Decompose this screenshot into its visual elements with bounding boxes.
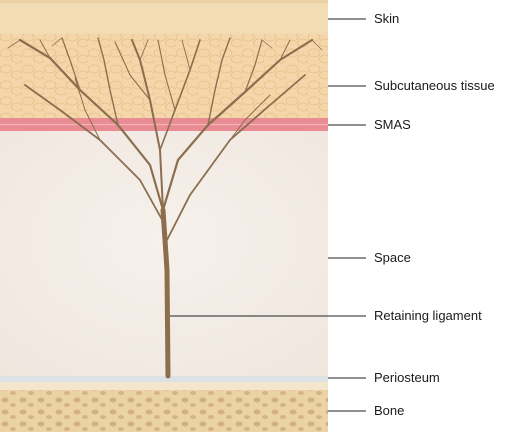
- periosteum-layer: [0, 376, 328, 382]
- bone-layer: [0, 390, 328, 432]
- skin-label: Skin: [374, 11, 400, 26]
- subcutaneous-layer: [0, 34, 328, 118]
- skin-layer: [0, 0, 328, 34]
- space-label: Space: [374, 250, 411, 265]
- smas-label: SMAS: [374, 117, 411, 132]
- retaining-ligament-label: Retaining ligament: [374, 308, 482, 323]
- bone-label: Bone: [374, 403, 405, 418]
- periosteum-label: Periosteum: [374, 370, 440, 385]
- subcutaneous-tissue-label: Subcutaneous tissue: [374, 78, 495, 93]
- retaining-ligament-tree: [7, 37, 323, 379]
